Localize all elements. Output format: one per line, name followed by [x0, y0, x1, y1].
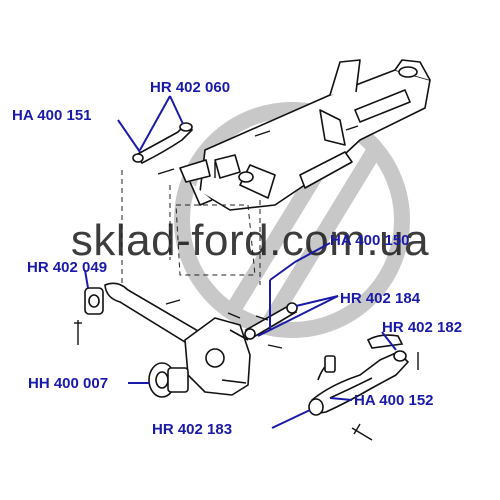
label-hh-400-007: HH 400 007 [28, 375, 108, 392]
upper-control-arm [132, 122, 194, 165]
watermark-text: sklad-ford.com.ua [71, 216, 429, 265]
wheel-knuckle [184, 317, 251, 396]
label-hr-402-182: HR 402 182 [382, 319, 462, 336]
wheel-hub [148, 362, 189, 398]
rear-subframe [179, 59, 431, 211]
subframe-fasteners [157, 125, 359, 178]
label-hr-402-184: HR 402 184 [340, 290, 421, 307]
label-hr-402-049: HR 402 049 [27, 259, 107, 276]
leader-lines [84, 95, 397, 429]
link-fasteners [165, 299, 283, 349]
lower-arm-bolt [351, 352, 419, 441]
lower-arm-bushing [324, 334, 404, 373]
label-hr-402-060: HR 402 060 [150, 79, 230, 96]
label-ha-400-151: HA 400 151 [12, 107, 92, 124]
label-ha-400-152: HA 400 152 [354, 392, 434, 409]
label-ha-400-150: HA 400 150 [330, 232, 410, 249]
label-hr-402-183: HR 402 183 [152, 421, 232, 438]
trailing-arm-bolt [74, 320, 82, 345]
mounting-guides [121, 170, 261, 290]
